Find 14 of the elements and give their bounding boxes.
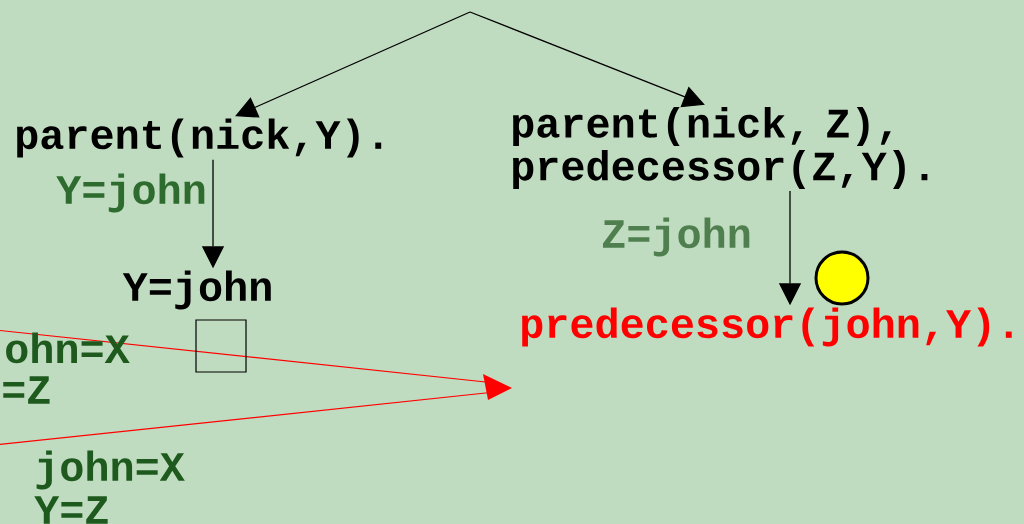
goal-text: predecessor(john,Y).: [522, 307, 1012, 347]
arrow: [469, 11, 705, 108]
edge-label: Z=john: [600, 216, 753, 258]
binding-text: Y=Z: [34, 496, 108, 524]
binding-text: Y=john: [122, 270, 271, 310]
binding-text: john=X: [36, 450, 185, 490]
arrow: [235, 11, 471, 118]
goal-text: parent(nick,Y).: [17, 118, 382, 158]
edge-label: Y=john: [55, 172, 208, 214]
binding-text: ohn=X: [6, 332, 130, 364]
circle-marker: [814, 250, 870, 306]
binding-text: =Z: [3, 376, 50, 404]
goal-text: parent(nick, Z), predecessor(Z,Y).: [513, 107, 928, 189]
empty-box: [195, 319, 247, 373]
